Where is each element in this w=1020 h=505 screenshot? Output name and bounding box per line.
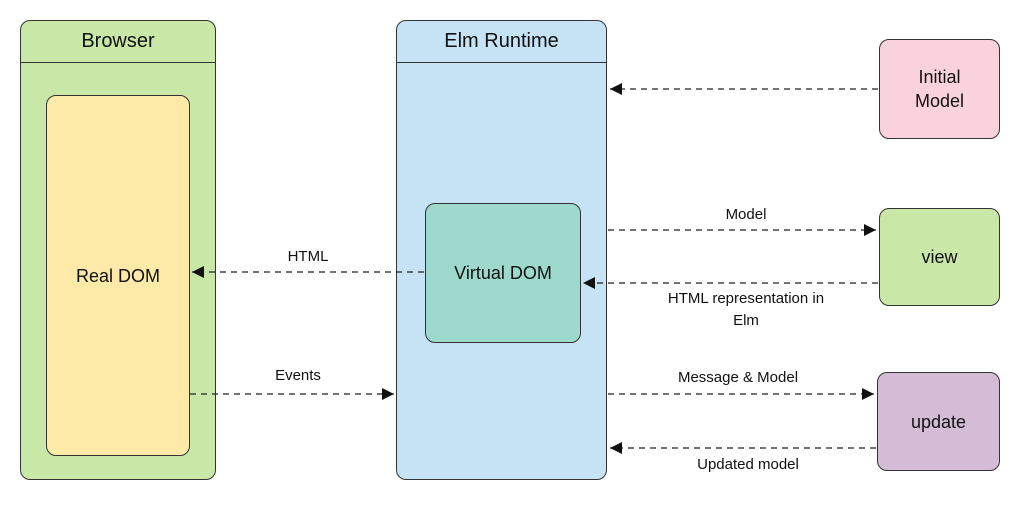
view-label: view (921, 247, 958, 267)
events-edge-label: Events (275, 367, 321, 384)
update-box: update (877, 372, 1000, 471)
virtual-dom-label: Virtual DOM (454, 263, 552, 283)
view-box: view (879, 208, 1000, 306)
message-model-edge-label: Message & Model (677, 369, 799, 386)
virtual-dom-box: Virtual DOM (425, 203, 581, 343)
html-edge-label: HTML (287, 248, 329, 265)
browser-title: Browser (21, 21, 215, 63)
html-representation-label-line1: HTML representation in (667, 290, 825, 307)
model-edge-label: Model (725, 206, 767, 223)
initial-model-label: Initial Model (914, 67, 965, 111)
html-representation-label-line2: Elm (733, 312, 759, 329)
update-label: update (910, 411, 967, 432)
updated-model-edge-label: Updated model (697, 456, 799, 473)
real-dom-label: Real DOM (75, 265, 160, 286)
real-dom-box: Real DOM (46, 95, 190, 456)
initial-model-box: Initial Model (879, 39, 1000, 139)
elm-runtime-title: Elm Runtime (397, 21, 606, 63)
